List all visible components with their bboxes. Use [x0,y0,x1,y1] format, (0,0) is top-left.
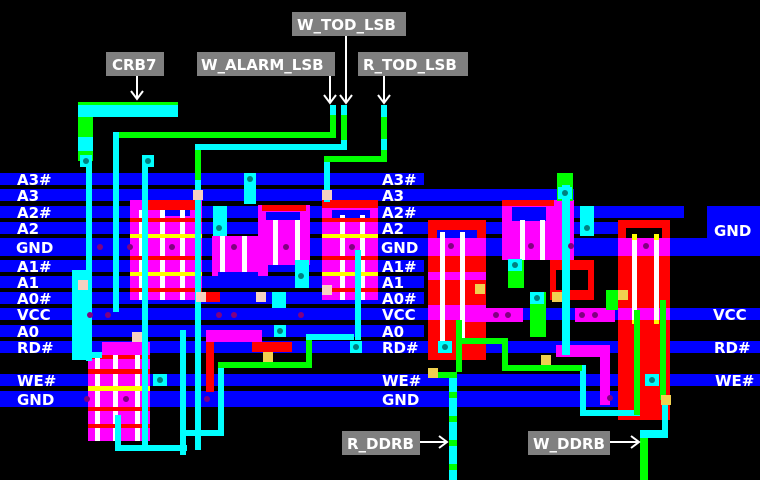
tag-crb7: CRB7 [106,52,164,101]
rail-label: GND [17,391,54,409]
left-rail-labels: A3# A3 A2# A2 GND A1# A1 A0# VCC A0 RD# … [16,171,56,409]
rail-label: A2# [382,204,417,222]
rail-label: A3# [17,171,52,189]
tag-w-ddrb: W_DDRB [528,431,641,455]
tag-r-tod-lsb: R_TOD_LSB [358,52,468,105]
arrow-right-icon [630,435,641,449]
rail-label: VCC [382,306,416,324]
rail-label: A1# [17,258,52,276]
rail-label: A1 [17,274,39,292]
rail-label: A2 [382,220,404,238]
rail-label: A3 [382,187,404,205]
rail-label: WE# [382,372,421,390]
rail-label: VCC [17,306,51,324]
arrow-down-icon [339,94,353,105]
rail-label: RD# [17,339,54,357]
rail-label: A0# [17,290,52,308]
rail-gnd-right-block [707,206,760,256]
rail-wen [0,374,760,386]
tag-w-tod-lsb: W_TOD_LSB [292,12,406,105]
rail-label: GND [16,239,53,257]
right-rail-labels: GND VCC RD# WE# [713,222,754,390]
crb7-bus [78,102,178,117]
arrow-down-icon [323,94,337,105]
rail-label: GND [381,239,418,257]
rail-label: RD# [382,339,419,357]
rail-label: VCC [713,306,747,324]
rail-a1 [0,276,424,288]
rail-label: A3 [17,187,39,205]
arrow-down-icon [130,90,144,101]
w-ddrb-wire [640,430,648,480]
tag-w-alarm-lsb: W_ALARM_LSB [197,52,337,105]
rail-gnd-bottom [0,391,632,407]
tag-text: R_TOD_LSB [363,56,457,74]
tag-r-ddrb: R_DDRB [342,431,449,455]
tag-text: W_DDRB [533,435,605,453]
rail-label: GND [714,222,751,240]
rail-label: WE# [715,372,754,390]
rail-label: RD# [714,339,751,357]
rail-label: A0# [382,290,417,308]
rail-label: A1 [382,274,404,292]
signal-tags: CRB7 W_ALARM_LSB W_TOD_LSB R_TOD_LSB R_D… [106,12,641,455]
contacts [78,155,671,405]
tag-text: R_DDRB [347,435,414,453]
rail-label: A1# [382,258,417,276]
rail-label: A2# [17,204,52,222]
rail-label: WE# [17,372,56,390]
tag-text: W_ALARM_LSB [201,56,324,74]
arrow-right-icon [438,435,449,449]
tag-text: CRB7 [112,56,156,74]
rail-label: A2 [17,220,39,238]
mid-rail-labels: A3# A3 A2# A2 GND A1# A1 A0# VCC A0 RD# … [381,171,421,409]
rail-label: A0 [17,323,39,341]
rail-a3n-left [0,173,424,185]
rail-label: GND [382,391,419,409]
arrow-down-icon [377,94,391,105]
r-ddrb-wire [449,372,457,480]
tag-text: W_TOD_LSB [297,16,396,34]
rail-label: A0 [382,323,404,341]
rail-label: A3# [382,171,417,189]
